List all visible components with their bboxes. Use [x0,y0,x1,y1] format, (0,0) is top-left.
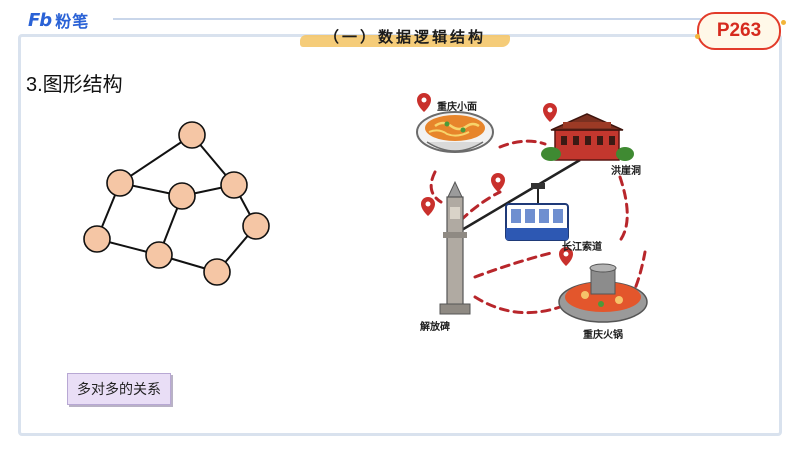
badge-dot [695,34,700,39]
cable-car-icon [505,183,569,241]
place-label-hotpot: 重庆火锅 [583,328,623,341]
relation-label: 多对多的关系 [67,373,171,405]
page-badge: P263 [695,12,786,50]
route-line [473,295,562,315]
graph-node [220,171,248,199]
graph-diagram [83,121,270,286]
badge-dot [781,20,786,25]
slide-frame [18,34,782,436]
graph-node [242,212,270,240]
place-label-noodles: 重庆小面 [437,100,477,113]
place-label-hongyadong: 洪崖洞 [611,164,641,177]
brand-name: 粉笔 [55,12,90,31]
graph-node [178,121,206,149]
brand-logo: Fb 粉笔 [28,8,89,32]
page-number: P263 [716,20,762,41]
header-divider [113,18,703,20]
graph-node [168,182,196,210]
building-icon [541,113,634,161]
graph-edge [119,134,193,184]
graph-node [203,258,231,286]
route-line [473,250,557,279]
brand-mark: Fb [28,9,52,31]
title-highlight [300,35,510,47]
slide-title-text: （一）数据逻辑结构 [323,28,486,46]
route-line [617,175,629,244]
graph-node [83,225,111,253]
section-heading: 3.图形结构 [26,74,123,96]
landmarks-illustration: 重庆小面 洪崖洞 长江索道 解放碑 重庆火锅 [416,93,648,341]
graph-node [145,241,173,269]
cable-line [454,158,581,236]
place-label-cableway: 长江索道 [562,240,602,253]
slide-title: （一）数据逻辑结构 [300,26,510,50]
noodle-bowl-icon [416,111,494,153]
hotpot-icon [558,263,648,323]
route-line [429,170,443,204]
route-line [498,139,547,149]
graph-nodes [83,121,270,286]
graph-node [106,169,134,197]
monument-icon [439,180,471,315]
place-label-jiefangbei: 解放碑 [420,320,450,333]
route-line [459,190,502,222]
